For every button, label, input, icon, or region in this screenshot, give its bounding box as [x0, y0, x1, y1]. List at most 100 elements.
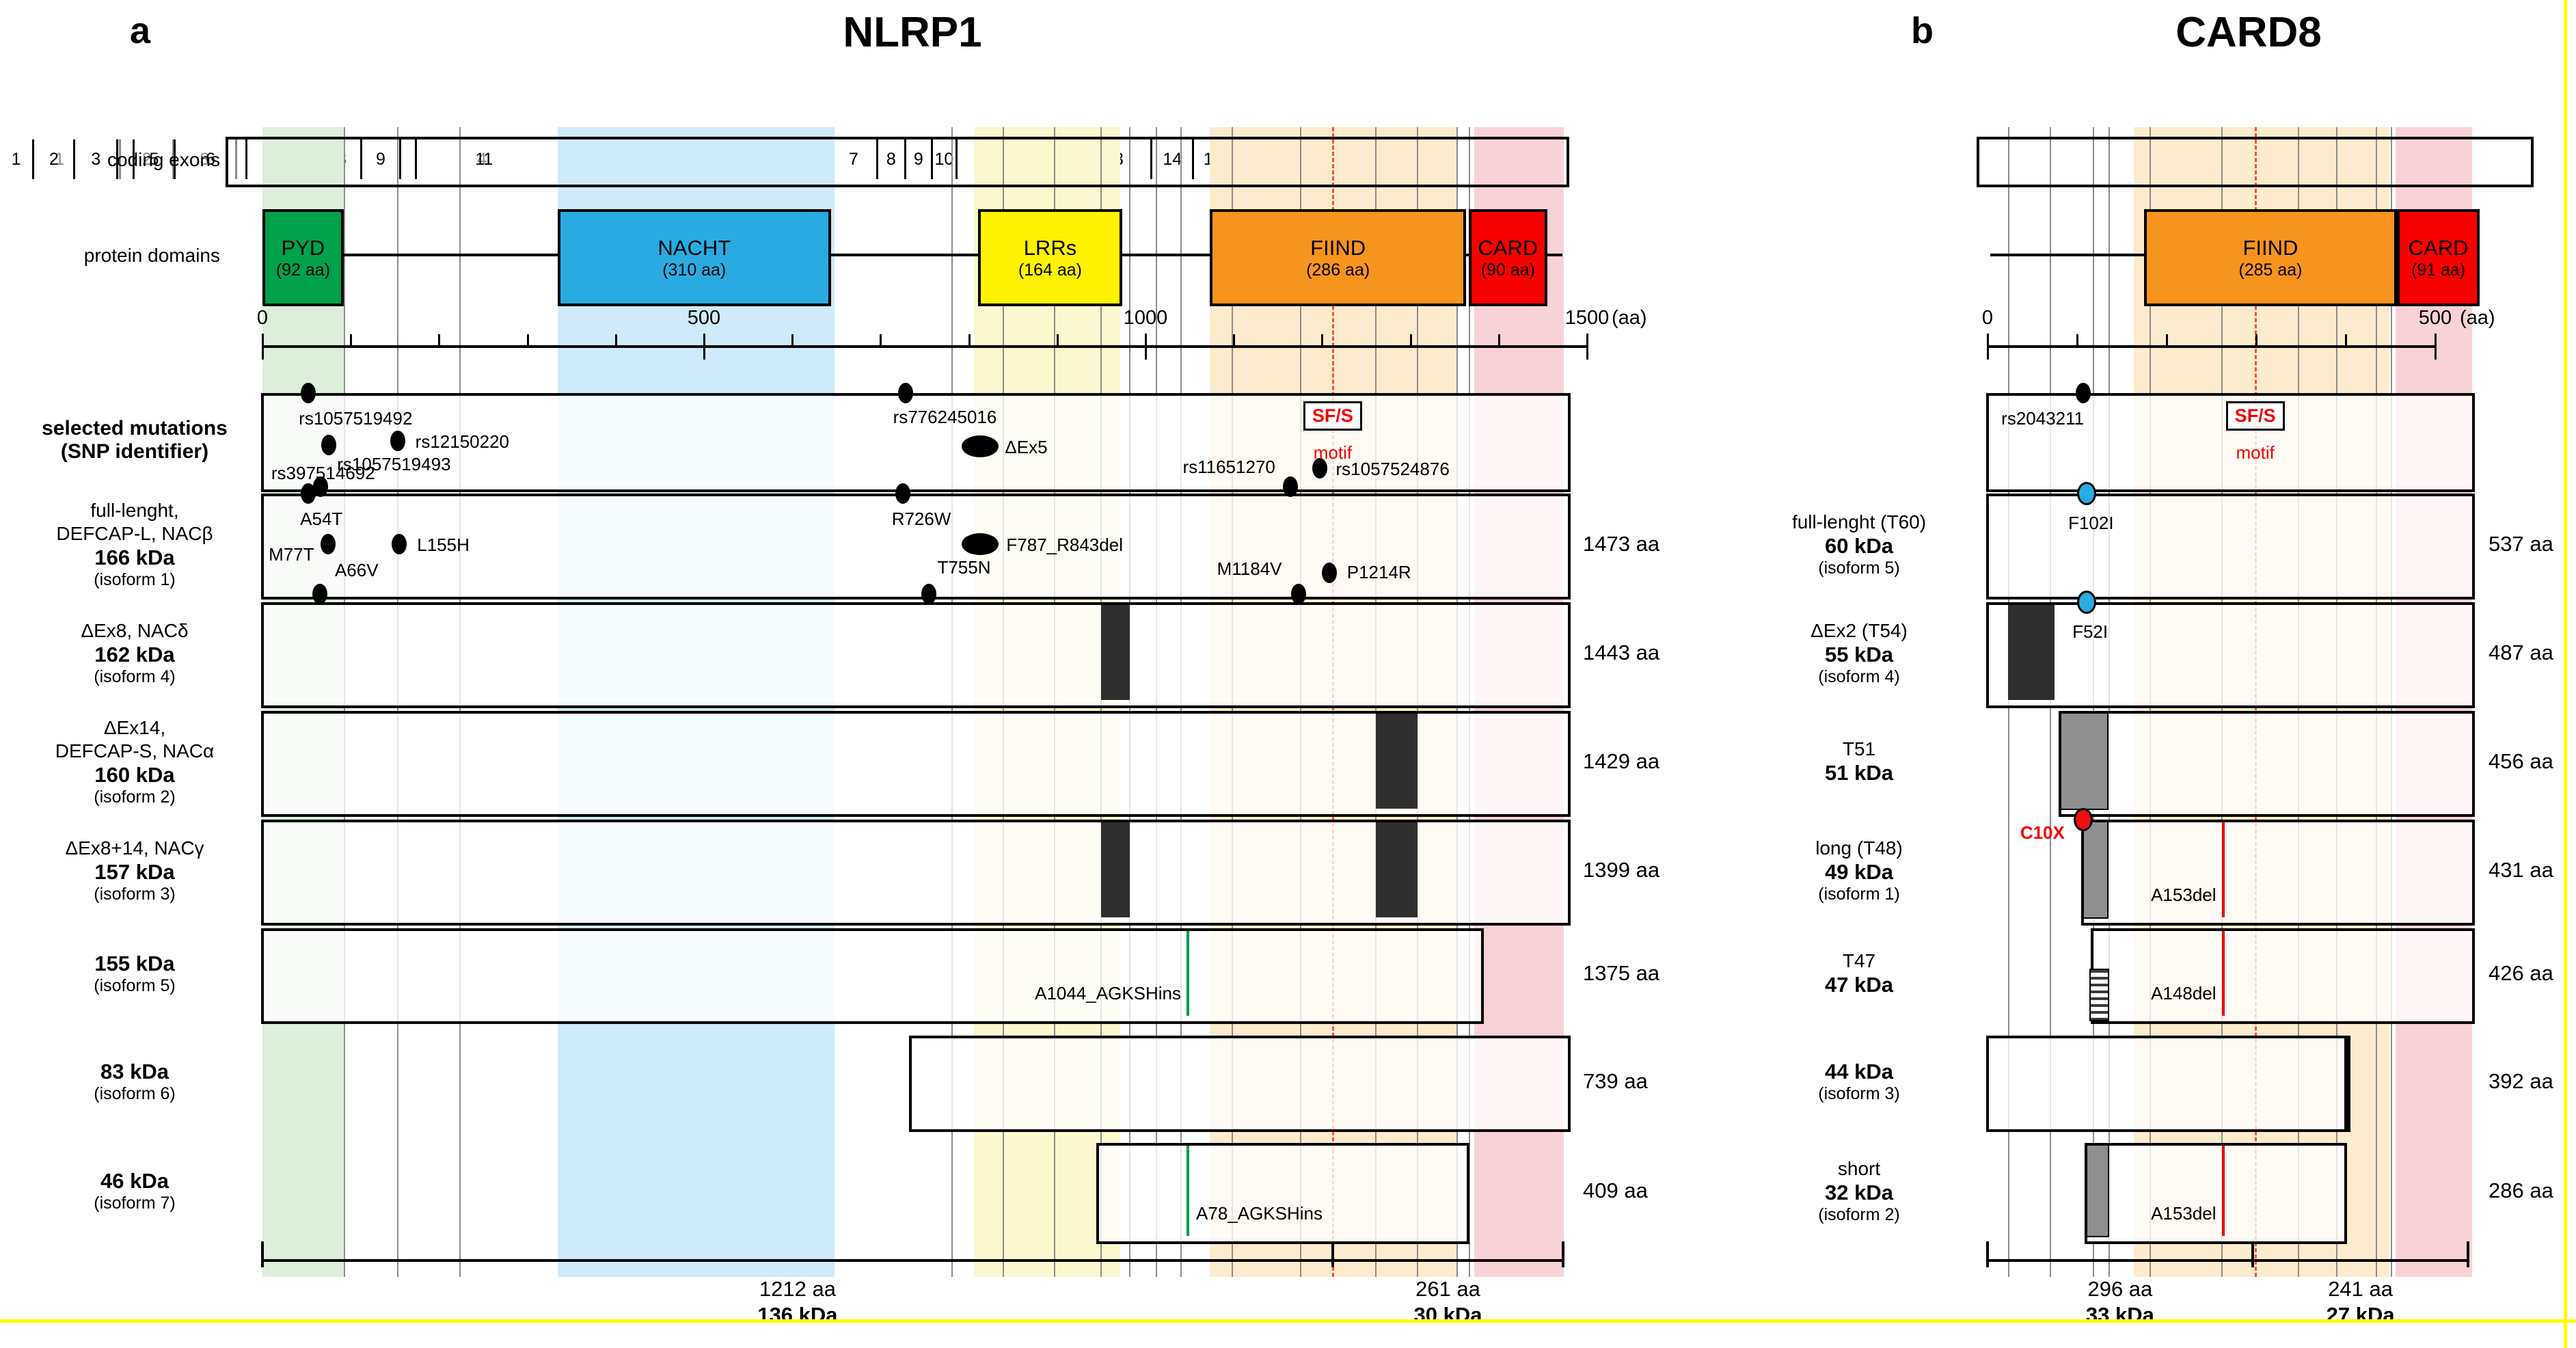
deleted-exon-block [1376, 714, 1418, 809]
isoform-kda-label: 49 kDa [1825, 859, 1893, 884]
axis-tick-label: 1500 [1564, 307, 1610, 329]
sfs-motif-sub-label: motif [1313, 442, 1353, 463]
isoform-name-label: 46 kDa(isoform 7) [22, 1169, 247, 1213]
selected-mutations-label: selected mutations(SNP identifier) [22, 417, 247, 463]
isoform-label-line: T51 [1842, 738, 1876, 759]
isoform-name-label: full-lenght (T60)60 kDa(isoform 5) [1750, 511, 1968, 578]
deleted-exon-block [2008, 605, 2055, 700]
protein-length-label: 426 aa [2489, 961, 2553, 985]
axis-tick [1987, 334, 1989, 360]
axis-tick-label: 0 [1981, 307, 1994, 329]
exon-cell: 7 [829, 139, 876, 179]
coding-exons-row [225, 137, 1570, 187]
axis-tick [1056, 334, 1059, 345]
isoform-label-line: short [1837, 1158, 1881, 1179]
axis-tick [1233, 334, 1236, 345]
mutation-dot-A54T [301, 483, 316, 504]
exon-cell: 8 [876, 139, 904, 179]
axis-tick [2435, 334, 2437, 360]
mutation-label: rs1057524876 [1336, 459, 1450, 479]
panel-a-title: NLRP1 [843, 9, 982, 56]
isoform-row-box [1096, 1143, 1469, 1244]
mutation-label: T755N [937, 557, 991, 578]
sfs-motif-sub-label: motif [2236, 442, 2275, 463]
deleted-exon-block [1101, 822, 1130, 917]
isoform-row-box [909, 1036, 1571, 1132]
mutation-label: rs776245016 [893, 407, 997, 427]
isoform-name-label: ΔEx2 (T54)55 kDa(isoform 4) [1750, 619, 1968, 686]
domain-size-label: (90 aa) [1480, 260, 1535, 280]
protein-length-label: 1375 aa [1583, 961, 1660, 985]
axis-tick [350, 334, 353, 345]
axis-tick [2166, 334, 2168, 345]
domain-label: CARD [2408, 235, 2469, 260]
domain-size-label: (92 aa) [275, 260, 331, 280]
isoform-row-box [2091, 928, 2476, 1024]
exon-cell: 1 [0, 139, 33, 179]
deleted-exon-block [1376, 822, 1418, 917]
protein-domains-label: protein domains [83, 245, 220, 266]
isoform-label-line: T47 [1842, 950, 1876, 971]
isoform-kda-label: 32 kDa [1825, 1181, 1893, 1204]
isoform-label-line: ΔEx2 (T54) [1811, 619, 1908, 641]
mutation-label: rs1057519493 [337, 454, 451, 474]
mutation-label: M77T [269, 544, 314, 565]
isoform-row-box [2085, 1143, 2348, 1244]
isoform-number-label: (isoform 1) [1818, 884, 1900, 904]
exon-cell: 2 [32, 139, 74, 179]
domain-box-lrrs: LRRs(164 aa) [977, 209, 1123, 306]
isoform-label-line: ΔEx14, [103, 716, 166, 738]
sfs-motif-box: SF/S [2225, 401, 2285, 431]
mutation-label: C10X [2020, 822, 2065, 843]
coding-exons-row [1977, 137, 2534, 187]
mutation-label: ΔEx5 [1005, 437, 1048, 457]
panel-b-letter: b [1911, 10, 1934, 51]
domain-size-label: (286 aa) [1306, 260, 1370, 280]
isoform-label-line: DEFCAP-L, NACβ [56, 522, 213, 544]
axis-tick [1409, 334, 1412, 345]
isoform-kda-label: 44 kDa [1825, 1059, 1893, 1083]
domain-label: LRRs [1023, 235, 1077, 260]
mutation-dot-rs1057519492 [301, 383, 316, 403]
mutation-label: A66V [334, 560, 379, 580]
isoform-name-label: long (T48)49 kDa(isoform 1) [1750, 837, 1968, 904]
isoform-kda-label: 157 kDa [94, 859, 175, 884]
segment-kda-label: 30 kDa [1413, 1303, 1482, 1327]
isoform-row-box [1986, 494, 2476, 599]
axis-tick [526, 334, 529, 345]
panel-a-letter: a [130, 10, 151, 51]
exon-cell: 9 [904, 139, 931, 179]
exon-cell: 9 [360, 139, 400, 179]
isoform-number-label: (isoform 6) [94, 1083, 176, 1103]
mutation-label: rs397514692 [271, 463, 375, 483]
axis-tick [438, 334, 441, 345]
aa-axis [1988, 345, 2435, 348]
protein-length-label: 739 aa [1583, 1068, 1648, 1093]
axis-unit-label: (aa) [1612, 307, 1647, 329]
axis-tick [2076, 334, 2078, 345]
mutation-label: rs12150220 [415, 431, 510, 452]
mutation-ellipse-F787_R843del [962, 533, 999, 555]
isoform-row-box [261, 711, 1571, 817]
domain-box-fiind: FIIND(285 aa) [2144, 209, 2397, 306]
protein-length-label: 1473 aa [1583, 531, 1660, 556]
mutation-label: F787_R843del [1006, 535, 1123, 555]
deletion-line [2221, 1146, 2225, 1236]
isoform-name-label: 83 kDa(isoform 6) [22, 1060, 247, 1103]
isoform-kda-label: 162 kDa [94, 642, 175, 666]
variant-label: A1044_AGKSHins [1035, 983, 1182, 1003]
isoform-number-label: (isoform 3) [94, 884, 176, 904]
isoform-number-label: (isoform 7) [94, 1194, 176, 1213]
axis-tick [703, 334, 705, 360]
segment-aa-label: 261 aa [1415, 1277, 1480, 1301]
protein-length-label: 431 aa [2489, 857, 2553, 882]
isoform-label-line: ΔEx8+14, NACγ [65, 837, 204, 859]
mutation-label: F102I [2068, 513, 2114, 533]
aa-axis [262, 345, 1587, 348]
mutation-dot-M1184V [1290, 584, 1306, 604]
deletion-line [2221, 931, 2225, 1016]
